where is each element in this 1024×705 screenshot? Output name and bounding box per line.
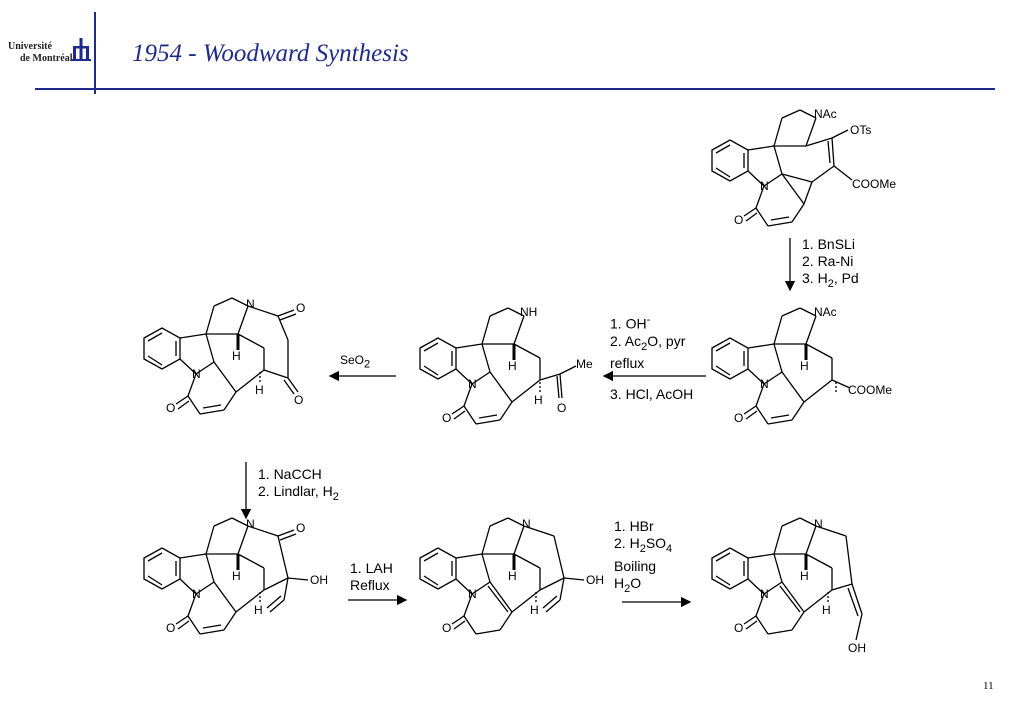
compound-3: NH H H Me O O N xyxy=(419,305,593,425)
c7-oxygen-label: O xyxy=(734,621,743,635)
step-2-conditions-b: 3. HCl, AcOH xyxy=(610,386,694,402)
c7-n2-label: N xyxy=(760,587,769,601)
c4-o1-label: O xyxy=(166,401,175,415)
c1-oxygen-label: O xyxy=(734,213,743,227)
c1-nitrogen-label: N xyxy=(760,179,769,193)
c3-h2-label: H xyxy=(534,393,543,407)
c6-oxygen-label: O xyxy=(442,621,451,635)
step-3-conditions: SeO2 xyxy=(340,353,371,371)
compound-4: N H H O O O N xyxy=(143,297,305,415)
c3-nitrogen-label: N xyxy=(468,377,477,391)
c4-h2-label: H xyxy=(255,383,264,397)
slide-header: Université de Montréal 1954 - Woodward S… xyxy=(0,0,1024,100)
c2-h-label: H xyxy=(800,359,809,373)
c5-o1-label: O xyxy=(166,621,175,635)
compound-5: N H H O OH O N xyxy=(143,517,328,635)
university-emblem-icon xyxy=(71,38,91,61)
compound-1: NAc OTs COOMe O N xyxy=(711,107,896,227)
c2-nitrogen-label: N xyxy=(760,377,769,391)
c1-coome-label: COOMe xyxy=(852,177,896,191)
c7-h1-label: H xyxy=(800,569,809,583)
c4-o3-label: O xyxy=(294,393,303,407)
compound-7: N H H OH O N xyxy=(711,517,866,655)
step-6-conditions: 1. HBr 2. H2SO4 Boiling H2O xyxy=(614,518,673,595)
c6-n2-label: N xyxy=(468,587,477,601)
logo-line1: Université xyxy=(8,41,52,52)
compound-6: N H H OH O N xyxy=(419,517,604,635)
c2-coome-label: COOMe xyxy=(848,383,892,397)
c5-n1-label: N xyxy=(246,517,255,531)
c5-o2-label: O xyxy=(296,521,305,535)
c4-o2-label: O xyxy=(296,301,305,315)
c5-oh-label: OH xyxy=(310,573,328,587)
c1-ots-label: OTs xyxy=(850,123,871,137)
c2-nac-label: NAc xyxy=(814,305,837,319)
c4-h1-label: H xyxy=(232,349,241,363)
page-number: 11 xyxy=(983,680,994,692)
slide-title: 1954 - Woodward Synthesis xyxy=(132,40,409,67)
c6-h2-label: H xyxy=(530,603,539,617)
university-logo: Université de Montréal xyxy=(8,34,91,76)
header-vertical-rule xyxy=(94,12,96,94)
c7-oh-label: OH xyxy=(848,641,866,655)
c3-h1-label: H xyxy=(508,359,517,373)
c2-oxygen-label: O xyxy=(734,411,743,425)
c3-o2-label: O xyxy=(557,401,566,415)
step-5-conditions: 1. LAH Reflux xyxy=(350,560,393,593)
c3-o1-label: O xyxy=(442,411,451,425)
step-2-conditions: 1. OH- 2. Ac2O, pyr reflux xyxy=(610,314,686,372)
header-horizontal-rule xyxy=(35,88,995,90)
logo-line2: de Montréal xyxy=(20,53,73,64)
c7-h2-label: H xyxy=(822,603,831,617)
c6-oh-label: OH xyxy=(586,573,604,587)
c4-n2-label: N xyxy=(192,367,201,381)
c4-n1-label: N xyxy=(246,297,255,311)
c3-nh-label: NH xyxy=(520,305,537,319)
c5-h2-label: H xyxy=(254,603,263,617)
c5-h1-label: H xyxy=(232,569,241,583)
step-1-conditions: 1. BnSLi 2. Ra-Ni 3. H2, Pd xyxy=(802,236,859,290)
compound-2: NAc H COOMe O N xyxy=(711,305,892,425)
c1-nac-label: NAc xyxy=(814,107,837,121)
c3-me-label: Me xyxy=(576,357,593,371)
c5-n2-label: N xyxy=(192,587,201,601)
c6-n1-label: N xyxy=(522,517,531,531)
c7-n1-label: N xyxy=(814,517,823,531)
step-4-conditions: 1. NaCCH 2. Lindlar, H2 xyxy=(258,466,339,503)
c6-h1-label: H xyxy=(508,569,517,583)
